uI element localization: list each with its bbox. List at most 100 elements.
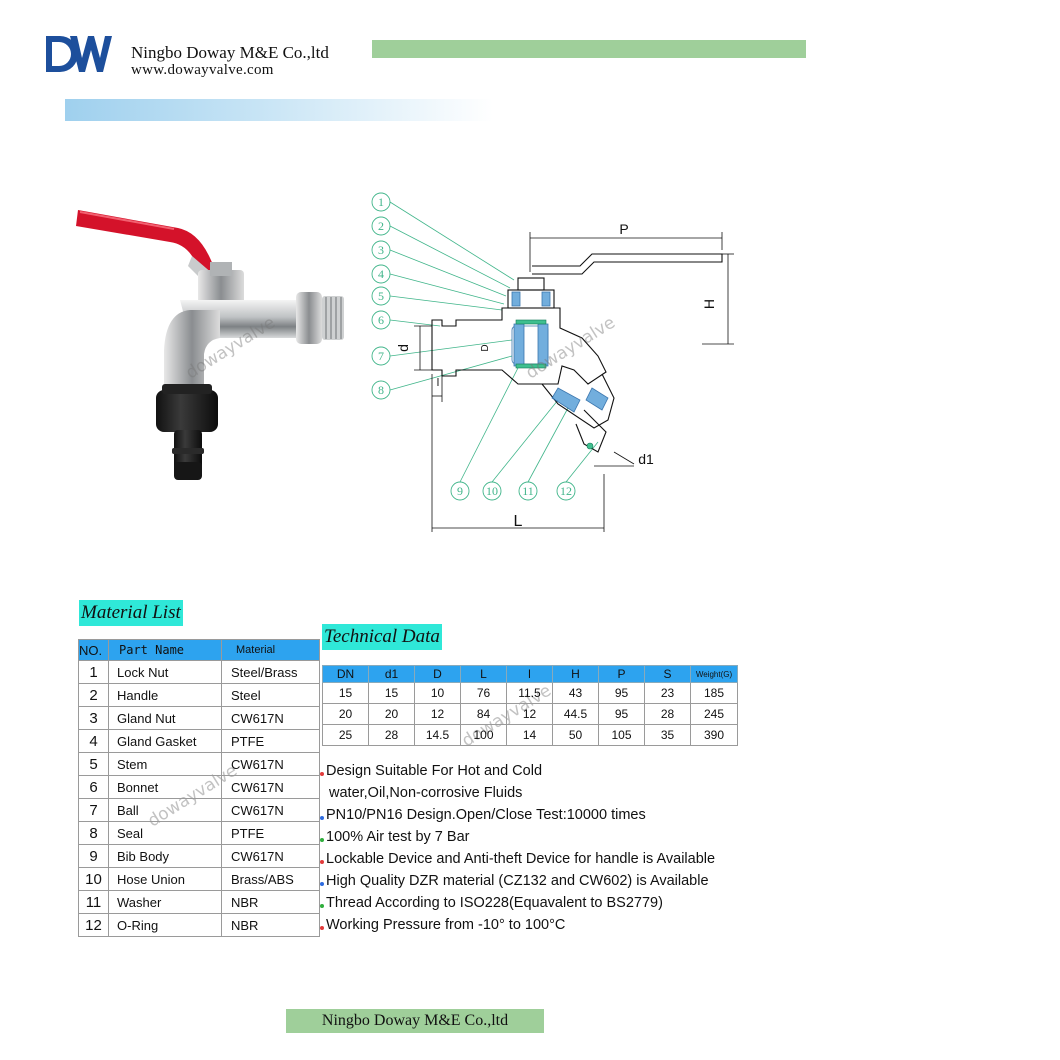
callout-6: 6 — [378, 313, 384, 327]
technical-data-title: Technical Data — [322, 624, 442, 650]
dim-D-label: D — [480, 344, 491, 351]
part-material: Brass/ABS — [221, 867, 320, 891]
bullet-dot-icon — [320, 772, 324, 776]
part-number: 9 — [78, 844, 109, 868]
header-blue-bar — [65, 99, 493, 121]
dim-P-label: P — [619, 221, 628, 237]
header-d1: d1 — [368, 665, 415, 683]
part-number: 5 — [78, 752, 109, 776]
cell-L: 84 — [460, 703, 507, 725]
header-no: NO. — [78, 639, 109, 661]
cell-weight: 390 — [690, 724, 738, 746]
part-name: Hose Union — [108, 867, 222, 891]
header-green-bar — [372, 40, 806, 58]
dim-d1-label: d1 — [638, 451, 654, 467]
cell-d1: 15 — [368, 682, 415, 704]
callout-7: 7 — [378, 349, 384, 363]
callout-5: 5 — [378, 289, 384, 303]
callout-4: 4 — [378, 267, 384, 281]
cell-S: 28 — [644, 703, 691, 725]
cell-H: 50 — [552, 724, 599, 746]
bullet-dot-icon — [320, 838, 324, 842]
header-P: P — [598, 665, 645, 683]
cell-D: 10 — [414, 682, 461, 704]
callout-10: 10 — [486, 484, 498, 498]
cell-dn: 20 — [322, 703, 369, 725]
callout-8: 8 — [378, 383, 384, 397]
dim-L-label: L — [514, 513, 523, 530]
cell-P: 105 — [598, 724, 645, 746]
part-name: Washer — [108, 890, 222, 914]
callout-2: 2 — [378, 219, 384, 233]
part-name: Handle — [108, 683, 222, 707]
cell-dn: 15 — [322, 682, 369, 704]
part-material: NBR — [221, 913, 320, 937]
cell-d1: 20 — [368, 703, 415, 725]
callout-11: 11 — [522, 484, 534, 498]
cell-weight: 245 — [690, 703, 738, 725]
callout-1: 1 — [378, 195, 384, 209]
part-material: Steel — [221, 683, 320, 707]
company-website[interactable]: www.dowayvalve.com — [131, 62, 274, 78]
header-l: l — [506, 665, 553, 683]
part-name: Lock Nut — [108, 660, 222, 684]
part-number: 12 — [78, 913, 109, 937]
part-number: 11 — [78, 890, 109, 914]
cell-H: 44.5 — [552, 703, 599, 725]
part-material: CW617N — [221, 798, 320, 822]
part-material: PTFE — [221, 729, 320, 753]
header-L: L — [460, 665, 507, 683]
technical-drawing: 1 2 3 4 5 6 7 8 9 10 11 12 — [371, 192, 734, 532]
part-material: CW617N — [221, 844, 320, 868]
callout-12: 12 — [560, 484, 572, 498]
bullet-dot-icon — [320, 882, 324, 886]
part-number: 4 — [78, 729, 109, 753]
feature-item: 100% Air test by 7 Bar — [320, 826, 780, 848]
cell-S: 35 — [644, 724, 691, 746]
part-name: Seal — [108, 821, 222, 845]
part-material: CW617N — [221, 752, 320, 776]
part-name: Gland Gasket — [108, 729, 222, 753]
header-H: H — [552, 665, 599, 683]
part-number: 3 — [78, 706, 109, 730]
part-number: 1 — [78, 660, 109, 684]
cell-S: 23 — [644, 682, 691, 704]
cell-l: 11.5 — [506, 682, 553, 704]
header-S: S — [644, 665, 691, 683]
product-photo — [76, 210, 344, 480]
part-number: 7 — [78, 798, 109, 822]
cell-weight: 185 — [690, 682, 738, 704]
part-material: PTFE — [221, 821, 320, 845]
feature-text: Thread According to ISO228(Equavalent to… — [326, 895, 663, 911]
part-number: 8 — [78, 821, 109, 845]
feature-text-continued: water,Oil,Non-corrosive Fluids — [329, 785, 523, 801]
feature-text: Working Pressure from -10° to 100°C — [326, 917, 566, 933]
cell-P: 95 — [598, 703, 645, 725]
feature-item: Lockable Device and Anti-theft Device fo… — [320, 848, 780, 870]
cell-l: 12 — [506, 703, 553, 725]
feature-item: Thread According to ISO228(Equavalent to… — [320, 892, 780, 914]
cell-H: 43 — [552, 682, 599, 704]
part-name: O-Ring — [108, 913, 222, 937]
cell-D: 14.5 — [414, 724, 461, 746]
dim-d-label: d — [395, 344, 411, 352]
company-logo — [46, 36, 112, 72]
header-D: D — [414, 665, 461, 683]
header-part-name: Part Name — [108, 639, 222, 661]
header-weight: Weight(G) — [690, 665, 738, 683]
material-table-header: NO. Part Name Material — [78, 639, 320, 661]
